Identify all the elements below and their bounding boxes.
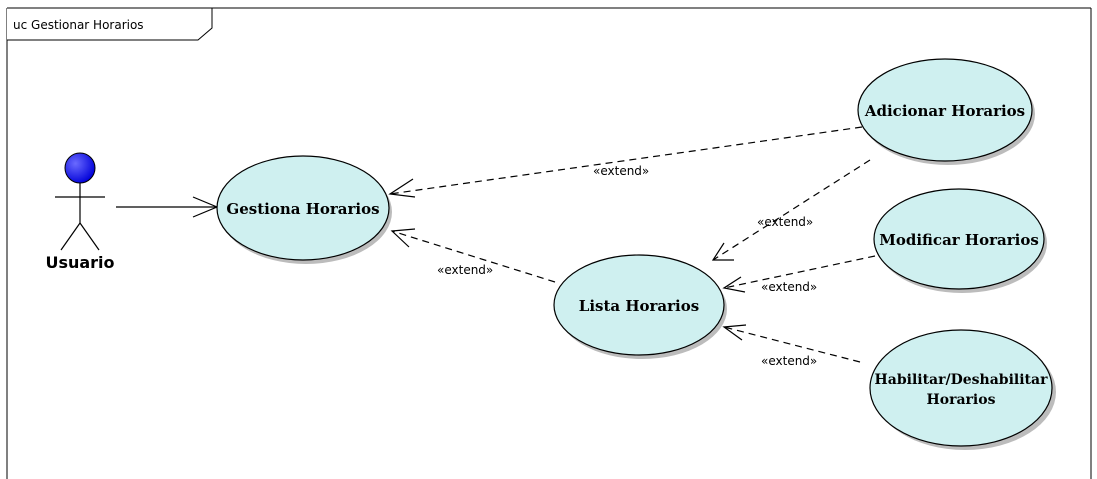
extend-label-lista-gestiona: «extend» [437, 263, 493, 277]
association-usuario-gestiona [116, 196, 219, 218]
extend-adicionar-gestiona [388, 126, 863, 198]
actor-left-leg [60, 222, 81, 251]
use-case-gestiona-label: Gestiona Horarios [226, 200, 379, 218]
use-case-habilitar-label-line1: Habilitar/Deshabilitar [875, 372, 1049, 388]
frame-tab [7, 7, 213, 41]
frame-title: uc Gestionar Horarios [13, 18, 144, 32]
diagram-frame: uc Gestionar Horarios [6, 7, 1092, 479]
use-case-adicionar-label: Adicionar Horarios [864, 102, 1025, 120]
extend-label-habilitar-lista: «extend» [761, 354, 817, 368]
extend-lista-gestiona [390, 228, 556, 283]
use-case-modificar-horarios[interactable]: Modificar Horarios [873, 188, 1047, 293]
extend-habilitar-lista [722, 324, 861, 363]
use-case-lista-horarios[interactable]: Lista Horarios [553, 254, 727, 359]
use-case-modificar-label: Modificar Horarios [879, 231, 1039, 249]
actor-head-icon [64, 152, 96, 184]
extend-label-adicionar-gestiona: «extend» [593, 164, 649, 178]
actor-name: Usuario [45, 253, 114, 272]
use-case-lista-label: Lista Horarios [579, 297, 699, 315]
actor-right-leg [79, 222, 100, 251]
use-case-habilitar-horarios[interactable]: Habilitar/Deshabilitar Horarios [869, 329, 1056, 450]
use-case-adicionar-horarios[interactable]: Adicionar Horarios [857, 58, 1035, 165]
use-case-gestiona-horarios[interactable]: Gestiona Horarios [216, 155, 392, 264]
actor-usuario[interactable]: Usuario [45, 152, 115, 272]
use-case-habilitar-label-line2: Horarios [927, 392, 996, 408]
extend-modificar-lista [722, 255, 876, 293]
extend-label-modificar-lista: «extend» [761, 280, 817, 294]
extend-label-adicionar-lista: «extend» [757, 215, 813, 229]
extend-adicionar-lista [711, 159, 871, 261]
